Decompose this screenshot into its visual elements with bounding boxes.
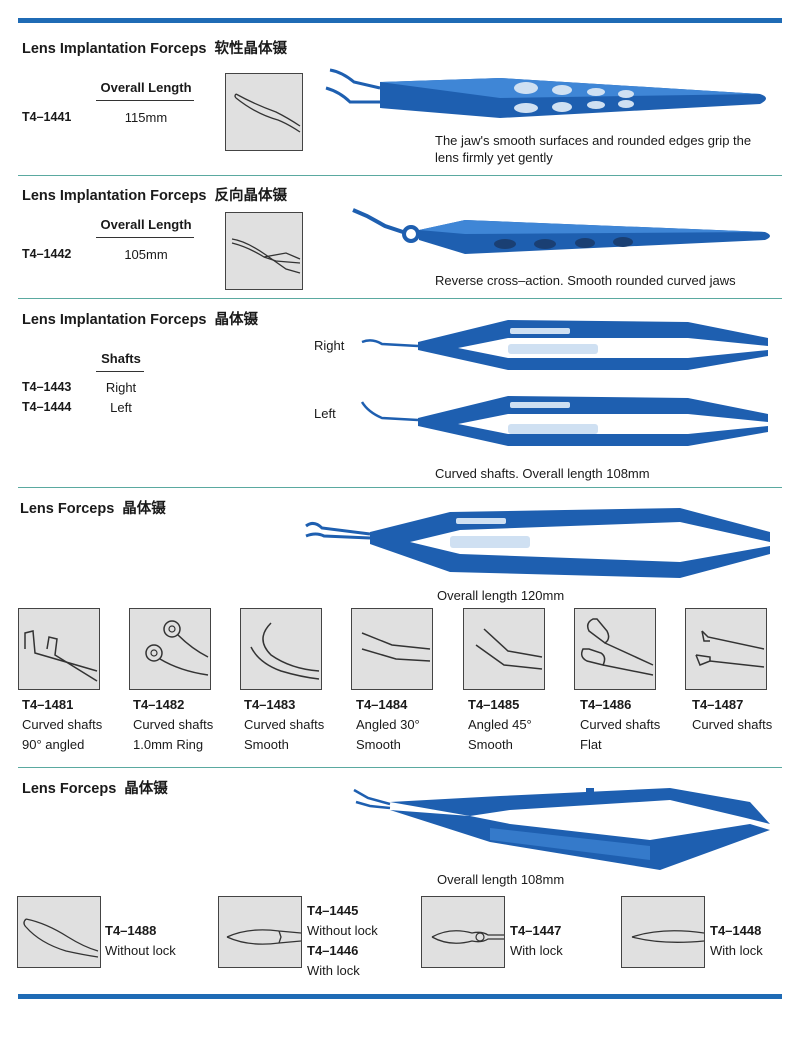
angled-45-tip-icon [475,628,543,670]
tip-box-1447 [421,896,505,968]
angled-30-tip-icon [361,632,431,662]
reverse-jaw-tip-icon [231,238,301,274]
hook-90-icon [24,630,98,682]
section-1-tip-box [225,73,303,151]
instrument-label-left: Left [314,406,336,421]
section-separator [18,175,782,176]
tip-box-1486 [574,608,656,690]
tip-box-1483 [240,608,322,690]
section-3-shaft-left: Left [110,400,132,415]
smooth-jaw-tip-icon [234,93,301,133]
tip-box-1487 [685,608,767,690]
section-1-column-header: Overall Length [100,80,192,95]
straight-jaw-icon [226,929,301,945]
section-2-length: 105mm [124,247,168,262]
section-3-code-right: T4–1443 [22,380,72,394]
top-accent-bar [18,18,782,23]
ring-tip-icon [145,620,209,676]
flat-tip-icon [580,618,654,676]
bottom-accent-bar [18,994,782,999]
tip-box-1445-1446 [218,896,302,968]
tip-box-1448 [621,896,705,968]
tip-box-1488 [17,896,101,968]
tip-box-1482 [129,608,211,690]
platform-tip-icon [695,630,765,668]
section-3-caption: Curved shafts. Overall length 108mm [435,466,650,481]
section-1-code: T4–1441 [22,110,72,124]
section-5-instrument-image [353,788,770,870]
section-3-code-left: T4–1444 [22,400,72,414]
tip-box-1484 [351,608,433,690]
section-4-instrument-image [305,508,770,578]
section-1-caption: The jaw's smooth surfaces and rounded ed… [435,133,752,165]
column-header-underline [96,100,194,101]
section-5-caption: Overall length 108mm [437,872,565,887]
section-3-instrument-right [361,320,768,370]
section-1-length: 115mm [124,110,168,125]
section-separator [18,487,782,488]
section-3-instrument-left [360,396,768,446]
tip-box-1485 [463,608,545,690]
section-3-shaft-right: Right [105,380,137,395]
curved-tip-icon [250,622,320,680]
tip-box-1481 [18,608,100,690]
section-2-tip-box [225,212,303,290]
section-3-column-header: Shafts [101,351,141,366]
section-2-caption: Reverse cross–action. Smooth rounded cur… [435,273,736,288]
narrow-jaw-icon [631,930,704,943]
curved-tip-icon [23,918,99,958]
loop-jaw-icon [431,930,504,944]
column-header-underline [96,237,194,238]
section-2-code: T4–1442 [22,247,72,261]
section-1-instrument-image [325,68,766,118]
column-header-underline [96,371,144,372]
instrument-label-right: Right [314,338,345,353]
section-2-instrument-image [352,208,770,254]
section-separator [18,298,782,299]
section-separator [18,767,782,768]
section-2-column-header: Overall Length [100,217,192,232]
section-4-caption: Overall length 120mm [437,588,565,603]
